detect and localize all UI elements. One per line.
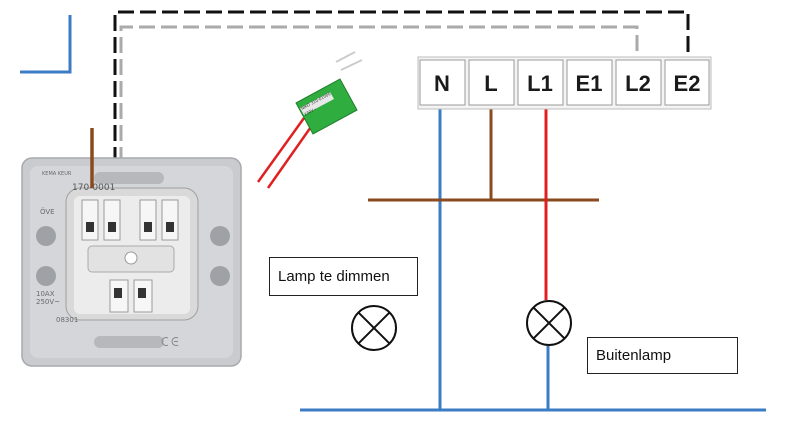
terminal-l2: L2 <box>625 71 651 96</box>
switch-brand-mark: KEMA KEUR <box>42 171 72 177</box>
terminal-n: N <box>434 71 450 96</box>
terminal-e1: E1 <box>576 71 603 96</box>
wire-l2-return <box>119 25 639 185</box>
lamp-outside-icon <box>526 300 572 346</box>
switch-code: 08301 <box>56 316 78 324</box>
terminal-e2: E2 <box>674 71 701 96</box>
corner-bracket <box>20 15 72 74</box>
lamp-dim-icon <box>351 305 397 351</box>
switch-rating-2: 250V~ <box>36 298 60 306</box>
switch-module: KEMA KEUR 170-0001 ÖVE 10AX 250V~ 08301 <box>21 157 242 367</box>
dimmer-label-2: 230V~ <box>303 106 317 117</box>
dimmer-module: NIKO 310-01000 230V~ <box>256 51 363 189</box>
ce-mark <box>161 337 179 346</box>
dimmer-lead-1 <box>256 117 306 183</box>
switch-rating-1: 10AX <box>36 290 55 298</box>
dimmer-lead-2 <box>266 123 315 189</box>
terminal-l: L <box>484 71 497 96</box>
lamp-outside-label: Buitenlamp <box>587 337 738 374</box>
switch-approval-mark: ÖVE <box>40 207 55 216</box>
terminal-block: N L L1 E1 L2 E2 <box>417 56 712 110</box>
lamp-dim-label: Lamp te dimmen <box>269 257 418 296</box>
terminal-l1: L1 <box>527 71 553 96</box>
